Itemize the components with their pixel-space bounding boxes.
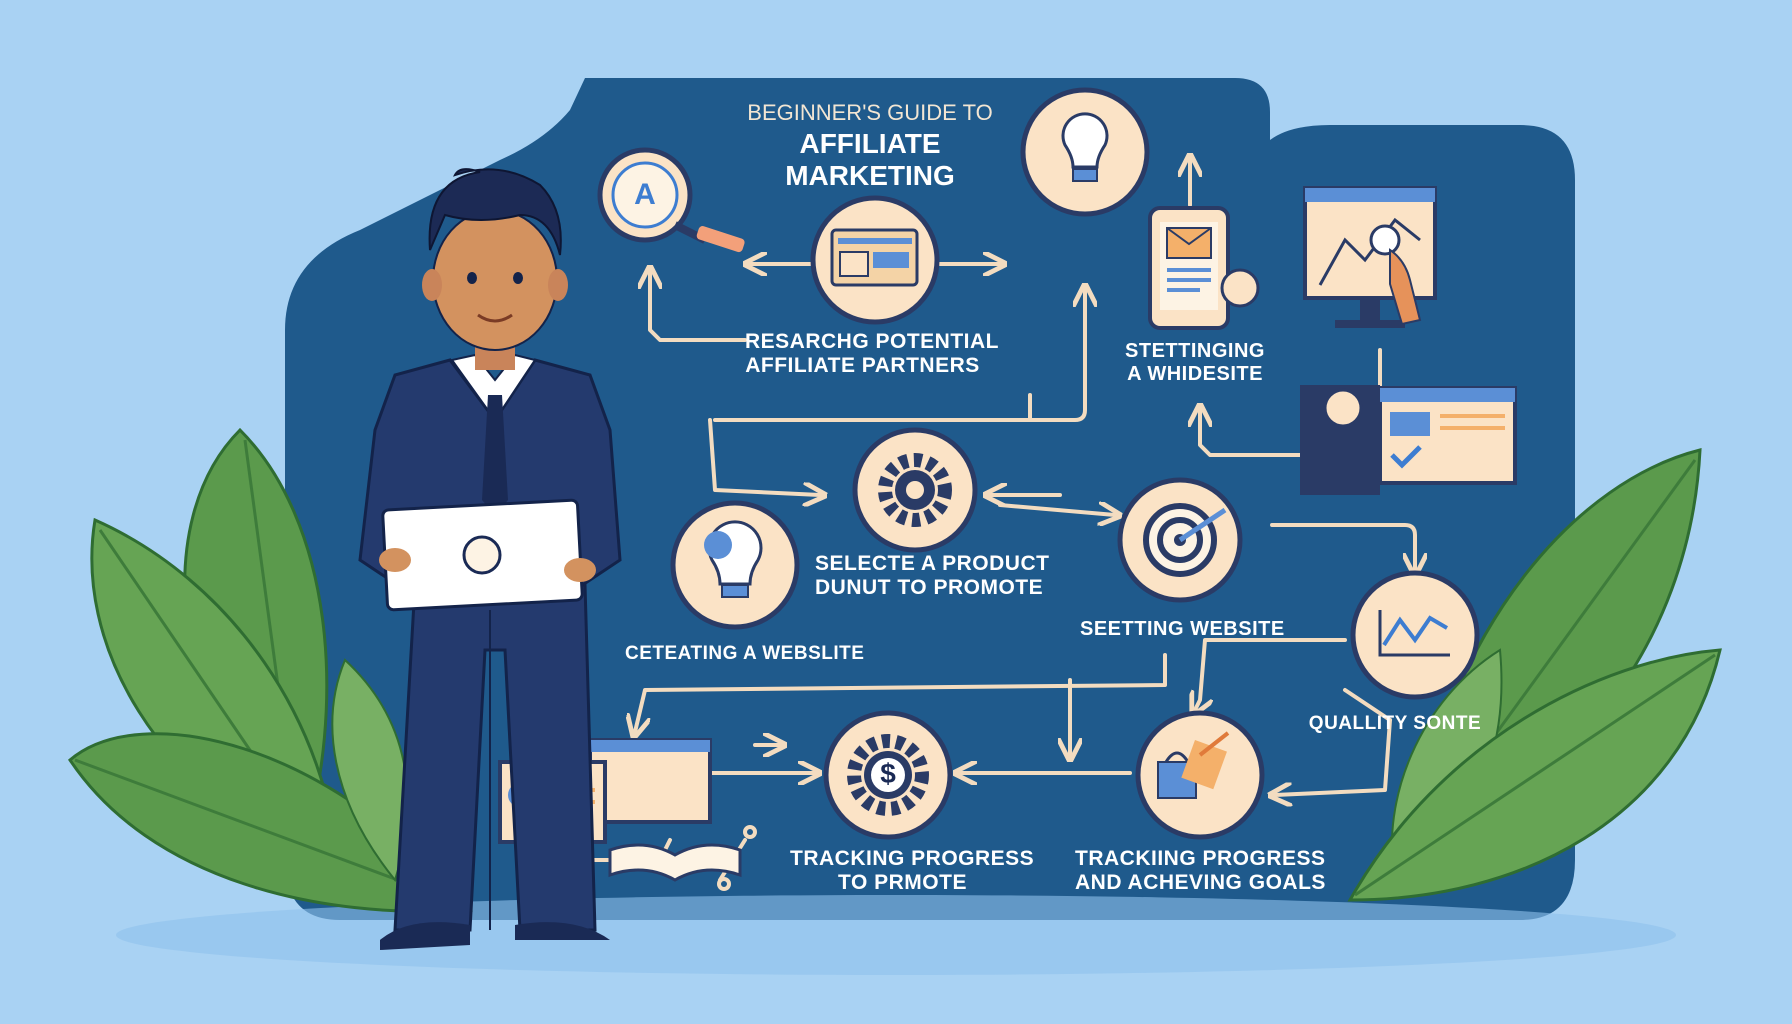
label-setting-top-line1: STETTINGING [1125, 340, 1265, 362]
step-circle-lightbulb [670, 500, 800, 630]
label-setting-top-line2: A WHIDESITE [1127, 363, 1263, 385]
title-line-2: AFFILIATE MARKETING [785, 128, 955, 191]
step-circle-idea [1020, 87, 1150, 217]
step-circle-shopping [1135, 710, 1265, 840]
label-tracking-right-line1: TRACKIING PROGRESS [1075, 847, 1326, 870]
step-circle-dollar [823, 710, 953, 840]
leaves-right [1347, 448, 1722, 902]
label-research-line2: AFFILIATE PARTNERS [745, 354, 980, 378]
browser-illustration [1300, 385, 1517, 495]
label-setting-website: SEETTING WEBSITE [1080, 618, 1285, 640]
label-select: SELECTE A PRODUCT DUNUT TO PROMOTE [815, 552, 1050, 600]
label-creating: CETEATING A WEBSLITE [625, 643, 865, 664]
dollar-icon: $ [880, 758, 896, 789]
label-research: RESARCHG POTENTIAL AFFILIATE PARTNERS [745, 330, 1000, 378]
step-circle-website-window [810, 195, 940, 325]
step-circle-search [597, 147, 745, 253]
label-setting-top: STETTINGING A WHIDESITE [1120, 340, 1270, 386]
label-quality: QUALLITY SONTE [1308, 713, 1482, 734]
step-circle-target [1117, 477, 1243, 603]
label-tracking-left-line1: TRACKING PROGRESS [790, 847, 1035, 870]
monitor-illustration [1303, 186, 1437, 328]
step-circle-chart [1350, 570, 1480, 700]
label-select-line2: DUNUT TO PROMOTE [815, 576, 1044, 600]
label-select-line1: SELECTE A PRODUCT [815, 552, 1050, 575]
label-tracking-left-line2: TO PRMOTE [838, 871, 967, 895]
label-research-line1: RESARCHG POTENTIAL [745, 330, 1000, 353]
label-tracking-left: TRACKING PROGRESS TO PRMOTE [790, 847, 1035, 895]
label-tracking-right: TRACKIING PROGRESS AND ACHEVING GOALS [1075, 847, 1326, 895]
step-circle-gear [852, 427, 978, 553]
title-line-1: BEGINNER'S GUIDE TO [747, 100, 993, 125]
person-illustration [358, 168, 622, 950]
search-icon: A [634, 178, 656, 211]
phone-illustration [1148, 206, 1260, 330]
label-tracking-right-line2: AND ACHEVING GOALS [1075, 871, 1326, 895]
